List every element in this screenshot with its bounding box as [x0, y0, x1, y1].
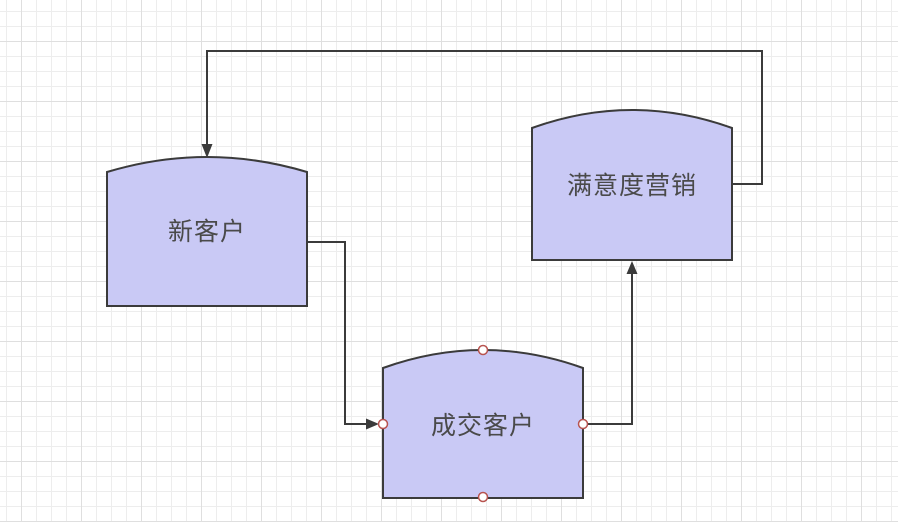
edge-new-to-closed[interactable]: [307, 241, 379, 430]
arrowhead-down-icon: [201, 144, 213, 158]
node-satisfaction-marketing[interactable]: 满意度营销: [531, 109, 733, 261]
node-new-customer[interactable]: 新客户: [106, 156, 308, 307]
arrowhead-right-icon: [366, 418, 379, 430]
edge-line[interactable]: [307, 241, 368, 425]
connection-point-top[interactable]: [477, 344, 489, 356]
arrowhead-up-icon: [626, 261, 638, 274]
node-label: 成交客户: [431, 412, 535, 440]
node-shape[interactable]: [531, 109, 733, 261]
edge-closed-to-satisfaction[interactable]: [583, 261, 638, 425]
connection-point-left[interactable]: [377, 418, 389, 430]
node-label: 满意度营销: [567, 172, 697, 200]
connection-point-right[interactable]: [577, 418, 589, 430]
edge-line[interactable]: [583, 273, 633, 425]
connection-point-bottom[interactable]: [477, 491, 489, 503]
node-shape[interactable]: [382, 349, 584, 499]
node-label: 新客户: [168, 218, 246, 246]
node-closed-customer[interactable]: 成交客户: [377, 344, 589, 503]
node-shape[interactable]: [106, 156, 308, 307]
edge-satisfaction-to-new[interactable]: [201, 50, 763, 185]
edge-line[interactable]: [206, 50, 763, 185]
